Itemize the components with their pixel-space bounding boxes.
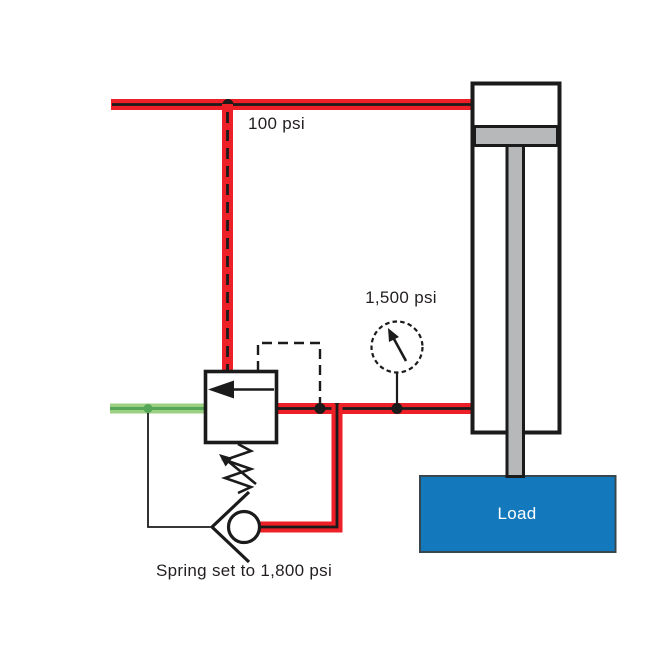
top-pressure-label: 100 psi — [248, 114, 305, 133]
flow-arrow-icon — [208, 380, 234, 399]
valve-outlet-line — [276, 403, 471, 414]
cylinder-piston — [473, 125, 559, 147]
gauge-pressure-label: 1,500 psi — [365, 288, 437, 307]
junction-dot — [314, 403, 326, 414]
drain-line — [147, 413, 212, 528]
junction-dot — [391, 403, 403, 414]
cylinder-rod — [505, 144, 525, 478]
tank-line-green — [110, 403, 206, 414]
spring-setting-label: Spring set to 1,800 psi — [156, 561, 333, 580]
adjustment-arrowhead — [219, 454, 233, 467]
supply-line-top — [111, 99, 471, 110]
hydraulic-cylinder-symbol — [470, 81, 562, 478]
pressure-gauge-symbol — [370, 320, 424, 404]
green-junction-dot — [143, 404, 153, 413]
adjustable-spring-symbol — [221, 442, 255, 495]
adjustment-arrow-icon — [228, 460, 257, 486]
gauge-needle — [392, 338, 408, 362]
gauge-needle-arrowhead — [388, 328, 399, 342]
load-block — [419, 475, 617, 553]
check-valve-bypass-line — [260, 404, 343, 533]
load-label: Load — [497, 504, 537, 523]
pilot-line-dashed — [256, 341, 326, 414]
counterbalance-valve-symbol — [203, 369, 279, 495]
check-valve-symbol — [210, 490, 262, 564]
